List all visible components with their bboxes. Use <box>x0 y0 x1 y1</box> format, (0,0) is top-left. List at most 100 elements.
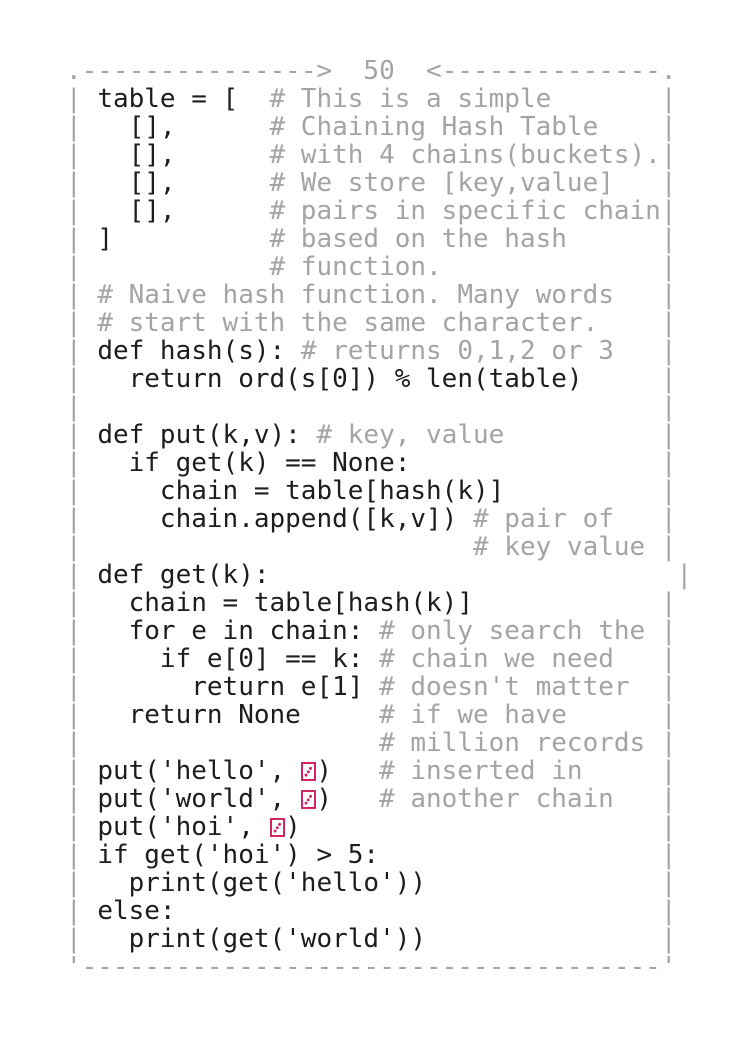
border-text: | <box>66 504 98 534</box>
border-text: | <box>66 252 98 282</box>
border-text: | <box>66 112 98 142</box>
border-text: | <box>613 504 677 534</box>
comment-text: # doesn't matter <box>379 672 630 702</box>
code-line: | put('world', ) # another chain | <box>66 785 692 813</box>
border-text: .---------------> <box>66 56 364 86</box>
code-line: | [], # Chaining Hash Table | <box>66 113 692 141</box>
code-text: [], <box>97 112 270 142</box>
border-text: | <box>66 532 98 562</box>
border-text: | <box>598 308 677 338</box>
code-line: | # million records | <box>66 729 692 757</box>
comment-text: # with 4 chains(buckets). <box>269 140 661 170</box>
border-text: | <box>410 448 677 478</box>
border-text: | <box>66 616 98 646</box>
border-text: | <box>660 196 677 226</box>
code-line: | else: | <box>66 897 692 925</box>
code-line: | def put(k,v): # key, value | <box>66 421 692 449</box>
code-line: | table = [ # This is a simple | <box>66 85 692 113</box>
counter-label: 50 <box>363 56 395 86</box>
code-text: [], <box>97 140 270 170</box>
code-text <box>97 728 379 758</box>
code-text: print(get('hello')) <box>97 868 427 898</box>
border-text: | <box>66 280 98 310</box>
code-text: [], <box>97 168 270 198</box>
missing-glyph-icon <box>269 818 286 837</box>
code-text: [], <box>97 196 270 226</box>
border-text: | <box>66 784 98 814</box>
code-line: | chain = table[hash(k)] | <box>66 477 692 505</box>
comment-text: # key value <box>473 532 646 562</box>
code-text: chain = table[hash(k)] <box>97 476 505 506</box>
border-text: | <box>66 700 98 730</box>
border-text: | <box>175 896 677 926</box>
code-text: chain = table[hash(k)] <box>97 588 473 618</box>
code-line: | chain.append([k,v]) # pair of | <box>66 505 692 533</box>
code-line: | if get(k) == None: | <box>66 449 692 477</box>
code-text: def hash(s): <box>97 336 301 366</box>
border-text: | <box>66 84 98 114</box>
border-text: | <box>660 140 677 170</box>
code-line: | if e[0] == k: # chain we need | <box>66 645 692 673</box>
border-text: | <box>645 728 677 758</box>
code-line: | | <box>66 393 692 421</box>
missing-glyph-icon <box>300 790 317 809</box>
border-text: <--------------. <box>394 56 677 86</box>
code-line: | return None # if we have | <box>66 701 692 729</box>
border-text: | <box>613 644 677 674</box>
comment-text: # function. <box>269 252 442 282</box>
border-text: | <box>66 924 98 954</box>
code-line: | return e[1] # doesn't matter | <box>66 673 692 701</box>
comment-text: # key, value <box>316 420 505 450</box>
code-line: | [], # pairs in specific chain| <box>66 197 692 225</box>
code-line: | def get(k): | <box>66 561 692 589</box>
code-line: | print(get('hello')) | <box>66 869 692 897</box>
border-text: | <box>566 700 677 730</box>
code-text: else: <box>97 896 176 926</box>
code-text: print(get('world')) <box>97 924 427 954</box>
code-line: | [], # We store [key,value] | <box>66 169 692 197</box>
border-text: | <box>504 420 677 450</box>
code-line: | return ord(s[0]) % len(table) | <box>66 365 692 393</box>
code-line: | # Naive hash function. Many words | <box>66 281 692 309</box>
border-text: | <box>66 672 98 702</box>
border-text: | <box>613 168 677 198</box>
comment-text: # This is a simple <box>269 84 552 114</box>
code-text: if get(k) == None: <box>97 448 411 478</box>
border-text: | <box>426 924 677 954</box>
comment-text: # pairs in specific chain <box>269 196 661 226</box>
code-text: ) <box>316 756 380 786</box>
border-text: | <box>582 756 677 786</box>
code-listing: .---------------> 50 <--------------.| t… <box>66 57 692 981</box>
border-text: | <box>613 336 677 366</box>
comment-text: # chain we need <box>379 644 614 674</box>
code-line: | # key value | <box>66 533 692 561</box>
code-text: table = [ <box>97 84 270 114</box>
code-line: | ] # based on the hash | <box>66 225 692 253</box>
border-text: | <box>473 588 677 618</box>
code-line: | def hash(s): # returns 0,1,2 or 3 | <box>66 337 692 365</box>
border-text: | <box>66 224 98 254</box>
border-text: | <box>566 224 677 254</box>
code-text: put('hoi', <box>97 812 270 842</box>
border-text: | <box>66 588 98 618</box>
code-text: return e[1] <box>97 672 380 702</box>
border-text: | <box>66 420 98 450</box>
comment-text: # million records <box>379 728 646 758</box>
code-text <box>97 252 269 282</box>
code-line: | chain = table[hash(k)] | <box>66 589 692 617</box>
comment-text: # We store [key,value] <box>269 168 614 198</box>
code-line: | for e in chain: # only search the | <box>66 617 692 645</box>
border-text: | <box>66 728 98 758</box>
comment-text: # Chaining Hash Table <box>269 112 599 142</box>
border-text: | <box>66 812 98 842</box>
comment-text: # Naive hash function. Many words <box>97 280 614 310</box>
border-text: | <box>66 308 98 338</box>
border-text: | <box>66 756 98 786</box>
border-text: | <box>379 840 677 870</box>
border-text: | <box>504 476 677 506</box>
code-text: return ord(s[0]) % len(table) <box>97 364 583 394</box>
code-text: put('hello', <box>97 756 301 786</box>
code-text: if e[0] == k: <box>97 644 380 674</box>
border-text: | <box>66 476 98 506</box>
border-text: | <box>66 364 98 394</box>
